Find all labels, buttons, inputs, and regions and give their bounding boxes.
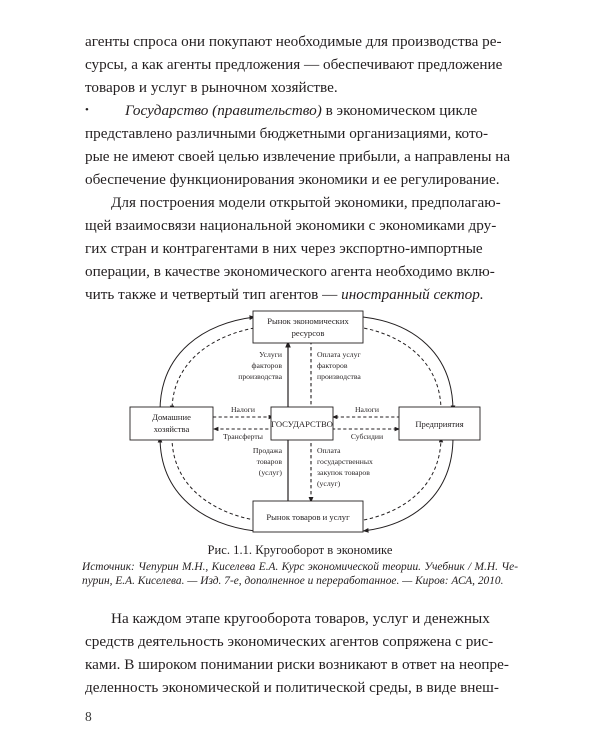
bullet-line-rest: в экономическом цикле bbox=[321, 102, 478, 119]
node-goods-market-label: Рынок товаров и услуг bbox=[266, 512, 350, 522]
paragraph-line: ками. В широком понимании риски возникаю… bbox=[85, 656, 509, 674]
arrow-firms-to-goods-market bbox=[362, 436, 454, 533]
svg-text:факторов: факторов bbox=[252, 361, 283, 370]
paragraph-line: деленность экономической и политической … bbox=[85, 679, 499, 697]
node-households-line2: хозяйства bbox=[154, 424, 190, 434]
svg-text:Оплата: Оплата bbox=[317, 446, 341, 455]
svg-text:производства: производства bbox=[317, 372, 361, 381]
arrow-resource-market-to-firms bbox=[362, 316, 456, 412]
paragraph-line: операции, в качестве экономического аген… bbox=[85, 263, 495, 281]
svg-text:Оплата услуг: Оплата услуг bbox=[317, 350, 361, 359]
edge-label-sale-of-goods: Продажа товаров (услуг) bbox=[253, 446, 283, 477]
node-firms-label: Предприятия bbox=[415, 419, 463, 429]
arrow-goods-market-to-firms-money bbox=[357, 436, 444, 522]
node-resource-market-line1: Рынок экономических bbox=[267, 316, 349, 326]
paragraph-line: товаров и услуг в рыночном хозяйстве. bbox=[85, 79, 338, 97]
svg-text:Услуги: Услуги bbox=[259, 350, 282, 359]
svg-text:Налоги: Налоги bbox=[355, 405, 379, 414]
svg-text:Налоги: Налоги bbox=[231, 405, 255, 414]
figure-circular-flow-diagram: Рынок экономических ресурсов Домашние хо… bbox=[108, 303, 503, 540]
bullet-glyph: • bbox=[85, 104, 89, 116]
svg-text:(услуг): (услуг) bbox=[317, 479, 341, 488]
node-firms: Предприятия bbox=[398, 406, 481, 441]
bullet-italic-lead: Государство (правительство) bbox=[125, 102, 322, 119]
bullet-paragraph: • Государство (правительство) в экономич… bbox=[85, 99, 515, 191]
paragraph-line: На каждом этапе кругооборота товаров, ус… bbox=[111, 610, 490, 627]
node-resource-market-line2: ресурсов bbox=[292, 328, 325, 338]
edge-label-transfers: Трансферты bbox=[223, 432, 263, 441]
svg-text:производства: производства bbox=[238, 372, 282, 381]
node-state: ГОСУДАРСТВО bbox=[270, 406, 334, 441]
page-number: 8 bbox=[85, 709, 92, 724]
edge-label-payment-for-factor-services: Оплата услуг факторов производства bbox=[317, 350, 361, 381]
paragraph-line: представлено различными бюджетными орган… bbox=[85, 125, 489, 143]
node-state-label: ГОСУДАРСТВО bbox=[271, 419, 333, 429]
paragraph-line: сурсы, а как агенты предложения — обеспе… bbox=[85, 56, 503, 74]
node-households: Домашние хозяйства bbox=[129, 406, 214, 441]
paragraph-line: Для построения модели открытой экономики… bbox=[111, 194, 501, 211]
figure-source: Источник: Чепурин М.Н., Киселева Е.А. Ку… bbox=[82, 560, 518, 589]
arrow-goods-market-to-households bbox=[157, 436, 256, 532]
arrow-households-to-resource-market bbox=[159, 315, 256, 412]
svg-text:факторов: факторов bbox=[317, 361, 348, 370]
edge-label-payment-state-procurement: Оплата государственных закупок товаров (… bbox=[317, 446, 373, 488]
paragraph-line-last: чить также и четвертый тип агентов — ино… bbox=[85, 286, 484, 304]
node-resource-market: Рынок экономических ресурсов bbox=[252, 310, 364, 344]
edge-label-subsidies: Субсидии bbox=[351, 432, 383, 441]
edge-label-services-of-factors: Услуги факторов производства bbox=[238, 350, 282, 381]
svg-text:Трансферты: Трансферты bbox=[223, 432, 263, 441]
paragraph-line: гих стран и контрагентами в них через эк… bbox=[85, 240, 483, 258]
svg-text:(услуг): (услуг) bbox=[259, 468, 283, 477]
bullet-first-line-text: Государство (правительство) в экономичес… bbox=[85, 99, 515, 122]
node-households-line1: Домашние bbox=[152, 412, 191, 422]
paragraph-italic-tail: иностранный сектор. bbox=[341, 286, 484, 304]
figure-caption: Рис. 1.1. Кругооборот в экономике bbox=[207, 543, 393, 557]
svg-text:товаров: товаров bbox=[257, 457, 283, 466]
paragraph-line: обеспечение функционирования экономики и… bbox=[85, 171, 500, 189]
svg-text:Продажа: Продажа bbox=[253, 446, 283, 455]
paragraph-line: агенты спроса они покупают необходимые д… bbox=[85, 33, 502, 50]
edge-label-taxes-right: Налоги bbox=[355, 405, 379, 414]
arrow-firms-to-resource-market-money bbox=[357, 325, 442, 412]
svg-text:закупок товаров: закупок товаров bbox=[317, 468, 370, 477]
edge-label-taxes-left: Налоги bbox=[231, 405, 255, 414]
paragraph-open-economy: Для построения модели открытой экономики… bbox=[85, 191, 515, 306]
bullet-first-line: • Государство (правительство) в экономич… bbox=[85, 99, 515, 122]
figure-source-text: Чепурин М.Н., Киселева Е.А. Курс экономи… bbox=[82, 561, 518, 588]
paragraph-risks: На каждом этапе кругооборота товаров, ус… bbox=[85, 607, 515, 699]
node-goods-market: Рынок товаров и услуг bbox=[252, 500, 364, 533]
svg-text:государственных: государственных bbox=[317, 457, 373, 466]
arrow-households-to-goods-market-money bbox=[171, 436, 261, 523]
paragraph-line: щей взаимосвязи национальной экономики с… bbox=[85, 217, 497, 235]
svg-text:Субсидии: Субсидии bbox=[351, 432, 383, 441]
paragraph-line: рые не имеют своей целью извлечение приб… bbox=[85, 148, 511, 166]
paragraph-continuation: агенты спроса они покупают необходимые д… bbox=[85, 30, 515, 99]
figure-source-label: Источник: bbox=[82, 561, 135, 573]
arrow-resource-market-to-households-money bbox=[169, 326, 261, 412]
paragraph-line: средств деятельность экономических агент… bbox=[85, 633, 494, 651]
